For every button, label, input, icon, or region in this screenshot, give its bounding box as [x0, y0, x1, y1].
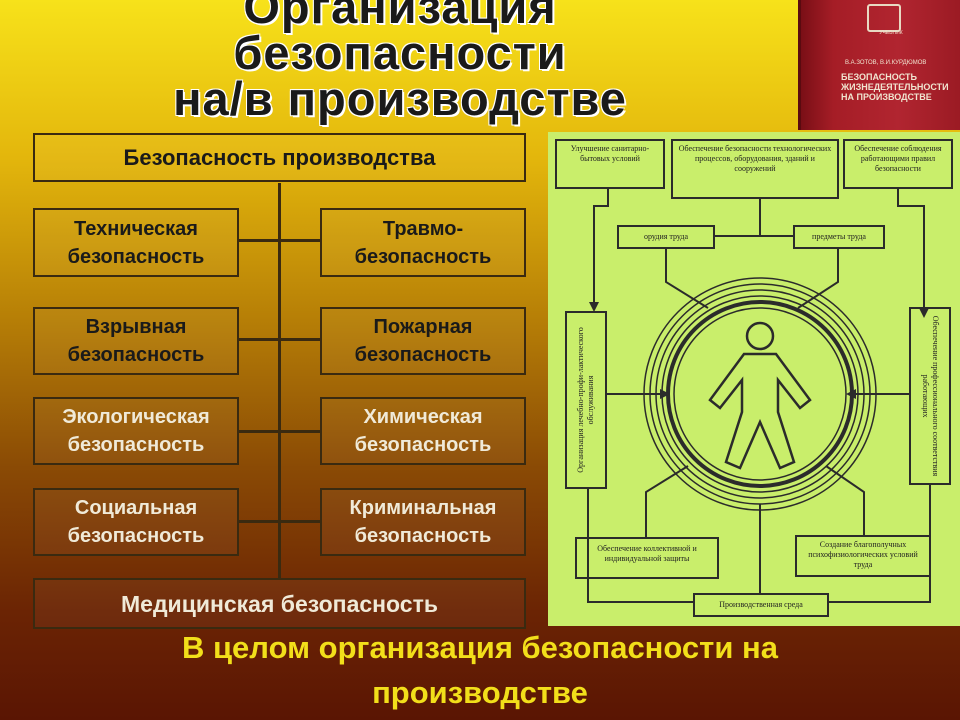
person-head-icon — [745, 321, 775, 351]
box-injury: Травмо- безопасность — [320, 208, 526, 277]
book-authors: В.А.ЗОТОВ, В.И.КУРДЮМОВ — [845, 60, 927, 66]
box-criminal: Криминальная безопасность — [320, 488, 526, 556]
box-injury-label: Травмо- безопасность — [354, 217, 492, 268]
ring-inner — [673, 307, 847, 481]
scheme-label-objects: предметы труда — [812, 232, 866, 241]
scheme-label-bottom-right: Создание благополучных психофизиологичес… — [808, 540, 918, 569]
flow-line-top-right — [897, 188, 925, 308]
root-box: Безопасность производства — [33, 133, 526, 182]
branch-line-4 — [238, 520, 321, 523]
ring-outer-3 — [655, 289, 865, 499]
flow-line-top-center-a — [714, 198, 761, 237]
branch-line-2 — [238, 338, 321, 341]
box-technical-label: Техническая безопасность — [67, 217, 205, 268]
flow-line-bottom-right — [825, 465, 865, 536]
box-chemical: Химическая безопасность — [320, 397, 526, 465]
summary-line-1: В целом организация безопасности на — [182, 630, 778, 665]
box-fire: Пожарная безопасность — [320, 307, 526, 375]
book-cover-image: УЧЕБНИК В.А.ЗОТОВ, В.И.КУРДЮМОВ БЕЗОПАСН… — [798, 0, 960, 130]
person-body-icon — [708, 352, 812, 470]
branch-line-3 — [238, 430, 321, 433]
box-criminal-label: Криминальная безопасность — [349, 497, 497, 547]
box-medical-label: Медицинская безопасность — [121, 590, 438, 617]
branch-line-1 — [238, 239, 321, 242]
title-line-3: на/в производстве — [173, 72, 627, 125]
book-small-label: УЧЕБНИК — [879, 30, 903, 36]
box-ecological: Экологическая безопасность — [33, 397, 239, 465]
flow-line-outer-left — [587, 488, 694, 603]
book-title: БЕЗОПАСНОСТЬ ЖИЗНЕДЕЯТЕЛЬНОСТИ НА ПРОИЗВ… — [841, 72, 949, 102]
ring-outer-4 — [661, 295, 859, 493]
scheme-label-top-center: Обеспечение безопасности технологических… — [678, 144, 832, 173]
root-label: Безопасность производства — [123, 144, 436, 170]
box-social-label: Социальная безопасность — [67, 497, 205, 547]
box-social: Социальная безопасность — [33, 488, 239, 556]
ring-outer-1 — [643, 277, 877, 511]
box-medical: Медицинская безопасность — [33, 578, 526, 629]
book-emblem-icon — [867, 4, 901, 32]
box-ecological-label: Экологическая безопасность — [62, 406, 210, 456]
flow-line-outer-right — [828, 484, 931, 603]
box-explosion: Взрывная безопасность — [33, 307, 239, 375]
scheme-label-tools: орудия труда — [643, 232, 689, 241]
box-chemical-label: Химическая безопасность — [354, 406, 492, 456]
ring-inner-thick — [666, 300, 854, 488]
title-line-2: безопасности — [233, 26, 567, 79]
box-explosion-label: Взрывная безопасность — [67, 316, 205, 366]
ring-outer-2 — [649, 283, 871, 505]
scheme-label-right: Обеспечение профессионального соответств… — [921, 315, 940, 477]
scheme-box-left — [565, 311, 607, 489]
title-line-1: Организация — [243, 0, 557, 33]
trunk-line — [278, 183, 281, 580]
scheme-box-top-center — [671, 139, 839, 199]
scheme-label-environment: Производственная среда — [719, 600, 803, 609]
slide-summary: В целом организация безопасности на прои… — [0, 625, 960, 715]
summary-line-2: производстве — [372, 675, 588, 710]
flow-line-objects — [797, 248, 839, 309]
flow-line-bottom-left — [645, 465, 689, 538]
box-technical: Техническая безопасность — [33, 208, 239, 277]
arrowheads — [589, 302, 929, 399]
slide-title: Организация безопасности на/в производст… — [120, 0, 680, 122]
scheme-diagram — [555, 139, 953, 617]
scheme-label-bottom-left: Обеспечение коллективной и индивидуально… — [597, 544, 697, 563]
scheme-panel: Улучшение санитарно-бытовых условий Обес… — [548, 132, 960, 626]
scheme-box-top-left — [555, 139, 665, 189]
box-fire-label: Пожарная безопасность — [354, 316, 492, 366]
scheme-label-top-right: Обеспечение соблюдения работающими прави… — [854, 144, 942, 173]
flow-line-tools — [665, 248, 709, 309]
flow-line-top-left — [593, 188, 609, 302]
scheme-label-left: Организация лечебно-профи-лактического о… — [576, 327, 595, 473]
scheme-label-top-left: Улучшение санитарно-бытовых условий — [570, 144, 650, 163]
